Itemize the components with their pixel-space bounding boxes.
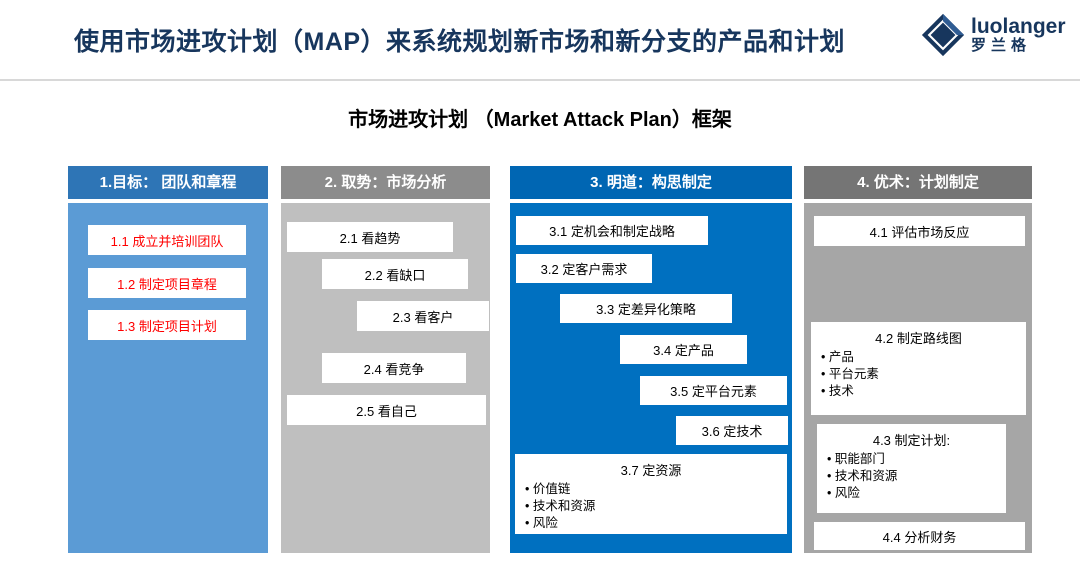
logo-name: luolanger [971,15,1066,39]
bullet-item: 技术和资源 [525,498,787,515]
phase-header-4: 4. 优术：计划制定 [804,166,1032,199]
logo-text: luolanger 罗兰格 [971,16,1066,54]
step-4-2-label: 4.2 制定路线图 [875,331,962,346]
bullet-item: 技术 [821,383,1026,400]
phase-column-1: 1.目标： 团队和章程 1.1 成立并培训团队 1.2 制定项目章程 1.3 制… [68,166,268,553]
bullet-item: 技术和资源 [827,468,1006,485]
phase-column-4: 4. 优术：计划制定 4.1 评估市场反应 4.2 制定路线图 产品 平台元素 … [804,166,1032,553]
phase-header-3: 3. 明道：构思制定 [510,166,792,199]
step-2-5: 2.5 看自己 [287,395,486,425]
page-title: 使用市场进攻计划（MAP）来系统规划新市场和新分支的产品和计划 [74,28,846,56]
phase-body-3: 3.1 定机会和制定战略 3.2 定客户需求 3.3 定差异化策略 3.4 定产… [510,203,792,553]
step-1-3: 1.3 制定项目计划 [88,310,246,340]
step-2-4: 2.4 看竞争 [322,353,466,383]
logo: luolanger 罗兰格 [920,12,1066,58]
logo-chinese-name: 罗兰格 [971,37,1032,55]
step-4-3-bullets: 职能部门 技术和资源 风险 [817,451,1006,502]
step-3-6: 3.6 定技术 [676,416,788,445]
step-4-3-label: 4.3 制定计划: [872,433,951,448]
step-4-2: 4.2 制定路线图 产品 平台元素 技术 [811,322,1026,415]
diamond-logo-icon [920,12,966,58]
phase-header-2: 2. 取势：市场分析 [281,166,490,199]
phase-column-2: 2. 取势：市场分析 2.1 看趋势 2.2 看缺口 2.3 看客户 2.4 看… [281,166,490,553]
bullet-item: 职能部门 [827,451,1006,468]
bullet-item: 风险 [525,515,787,532]
step-3-7-label: 3.7 定资源 [620,463,682,478]
phase-body-2: 2.1 看趋势 2.2 看缺口 2.3 看客户 2.4 看竞争 2.5 看自己 [281,203,490,553]
step-2-3: 2.3 看客户 [357,301,489,331]
header-divider [0,79,1080,81]
bullet-item: 风险 [827,485,1006,502]
step-4-1: 4.1 评估市场反应 [814,216,1025,246]
step-3-1: 3.1 定机会和制定战略 [516,216,708,245]
phase-header-1: 1.目标： 团队和章程 [68,166,268,199]
phase-body-4: 4.1 评估市场反应 4.2 制定路线图 产品 平台元素 技术 4.3 制定计划… [804,203,1032,553]
step-3-7-bullets: 价值链 技术和资源 风险 [515,481,787,532]
step-4-4: 4.4 分析财务 [814,522,1025,550]
phase-body-1: 1.1 成立并培训团队 1.2 制定项目章程 1.3 制定项目计划 [68,203,268,553]
step-4-3: 4.3 制定计划: 职能部门 技术和资源 风险 [817,424,1006,513]
step-3-4: 3.4 定产品 [620,335,747,364]
step-2-2: 2.2 看缺口 [322,259,468,289]
step-3-3: 3.3 定差异化策略 [560,294,732,323]
bullet-item: 价值链 [525,481,787,498]
step-3-5: 3.5 定平台元素 [640,376,787,405]
diagram-title: 市场进攻计划 （Market Attack Plan）框架 [348,109,732,131]
step-4-2-bullets: 产品 平台元素 技术 [811,349,1026,400]
step-1-2: 1.2 制定项目章程 [88,268,246,298]
bullet-item: 平台元素 [821,366,1026,383]
phase-column-3: 3. 明道：构思制定 3.1 定机会和制定战略 3.2 定客户需求 3.3 定差… [510,166,792,553]
step-2-1: 2.1 看趋势 [287,222,453,252]
bullet-item: 产品 [821,349,1026,366]
step-3-2: 3.2 定客户需求 [516,254,652,283]
step-3-7: 3.7 定资源 价值链 技术和资源 风险 [515,454,787,534]
step-1-1: 1.1 成立并培训团队 [88,225,246,255]
